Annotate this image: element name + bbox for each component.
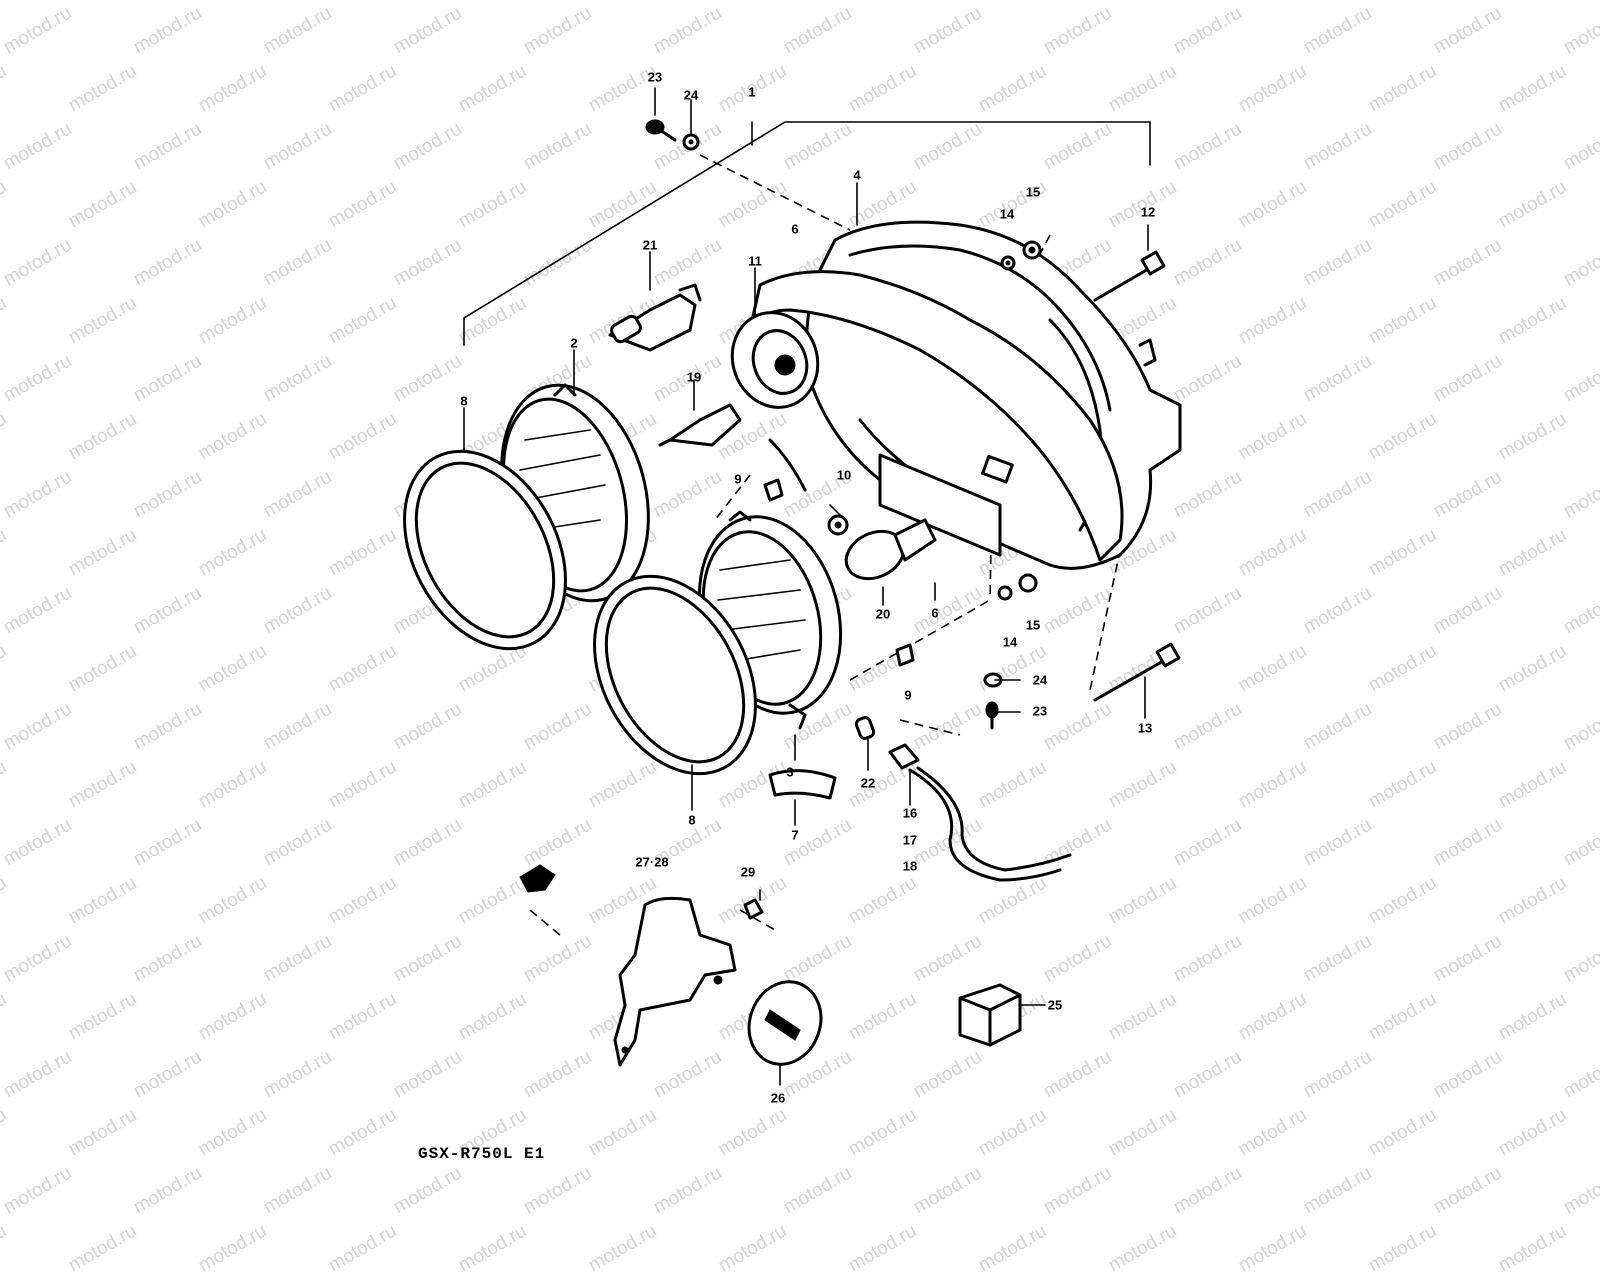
model-label: GSX-R750L E1 — [418, 1145, 546, 1163]
watermark-text: motod.ru — [1365, 1220, 1441, 1277]
assembly-bracket-line — [463, 121, 1151, 346]
bolt-12 — [1093, 250, 1166, 302]
rim-ring-right — [593, 574, 757, 776]
nut-9-lower — [895, 643, 915, 667]
nut-9-upper — [763, 478, 784, 502]
part-label-p1: 1 — [748, 84, 756, 100]
cap-22 — [854, 716, 876, 740]
part-label-p22: 22 — [860, 775, 876, 791]
part-label-p6a: 6 — [791, 221, 799, 237]
part-label-p24b: 24 — [1032, 672, 1048, 688]
screw-23-top — [645, 119, 677, 142]
part-label-p26: 26 — [770, 1090, 786, 1106]
watermark-text: motod.ru — [455, 1220, 531, 1277]
part-label-p9b: 9 — [904, 687, 912, 703]
small-clip — [519, 864, 556, 893]
washer-14-top — [1000, 255, 1016, 271]
watermark-text: motod.ru — [1495, 1220, 1571, 1277]
nut-29 — [743, 898, 764, 920]
part-label-p21: 21 — [642, 237, 658, 253]
part-label-p14b: 14 — [1002, 634, 1018, 650]
watermark-text: motod.ru — [195, 1220, 271, 1277]
headlamp-exploded-diagram — [403, 87, 1182, 1086]
relay-25 — [958, 983, 1022, 1047]
grommet-15-top — [1022, 240, 1042, 260]
part-label-p18: 18 — [902, 858, 918, 874]
bulb-21 — [608, 283, 702, 352]
part-label-p3: 3 — [786, 764, 794, 780]
part-label-p25: 25 — [1047, 997, 1063, 1013]
part-label-p8a: 8 — [460, 393, 468, 409]
bulb-socket — [730, 311, 820, 492]
part-label-p14a: 14 — [999, 206, 1015, 222]
part-label-p11: 11 — [748, 253, 762, 269]
part-label-p10: 10 — [836, 467, 852, 483]
part-label-p2: 2 — [570, 335, 578, 351]
cover-7 — [768, 769, 837, 800]
emblem-26 — [747, 980, 823, 1066]
bulb-19 — [658, 403, 742, 447]
watermark-text: motod.ru — [325, 1220, 401, 1277]
watermark-text: motod.ru — [1105, 1220, 1181, 1277]
watermark-text: motod.ru — [1235, 1220, 1311, 1277]
part-label-p16: 16 — [902, 805, 918, 821]
part-label-p7: 7 — [791, 827, 799, 843]
part-label-p24a: 24 — [683, 87, 699, 103]
part-label-p17: 17 — [902, 832, 918, 848]
part-label-p12: 12 — [1140, 204, 1156, 220]
callout-ticks — [463, 87, 1149, 1086]
part-label-p4: 4 — [853, 167, 861, 183]
watermark-text: motod.ru — [975, 1220, 1051, 1277]
watermark-text: motod.ru — [0, 1220, 11, 1277]
part-label-p23b: 23 — [1032, 703, 1048, 719]
part-label-p15b: 15 — [1025, 617, 1041, 633]
bulb-20 — [844, 518, 937, 581]
wiring-harness-16 — [888, 743, 1072, 882]
part-label-p9a: 9 — [734, 471, 742, 487]
part-label-p8b: 8 — [688, 812, 696, 828]
bolt-13 — [1093, 642, 1181, 702]
screw-23-bottom — [985, 701, 999, 730]
watermark-text: motod.ru — [715, 1220, 791, 1277]
grommet-15-bottom — [1018, 573, 1038, 593]
part-label-p6b: 6 — [931, 605, 939, 621]
bracket-27 — [613, 896, 737, 1067]
watermark-text: motod.ru — [65, 1220, 141, 1277]
clip-3 — [788, 703, 807, 730]
watermark-text: motod.ru — [845, 1220, 921, 1277]
part-label-p19: 19 — [686, 369, 702, 385]
watermark-text: motod.ru — [585, 1220, 661, 1277]
part-label-p20: 20 — [875, 606, 891, 622]
part-label-p29: 29 — [740, 864, 756, 880]
part-label-p27: 27·28 — [635, 854, 669, 870]
part-label-p23a: 23 — [647, 69, 663, 85]
headlamp-frame — [748, 270, 1124, 562]
nut-10 — [827, 514, 849, 536]
washer-14-bottom — [997, 585, 1013, 601]
rim-ring-left — [403, 449, 567, 651]
washer-24-top — [682, 133, 700, 151]
part-label-p15a: 15 — [1025, 184, 1041, 200]
part-label-p13: 13 — [1137, 720, 1153, 736]
